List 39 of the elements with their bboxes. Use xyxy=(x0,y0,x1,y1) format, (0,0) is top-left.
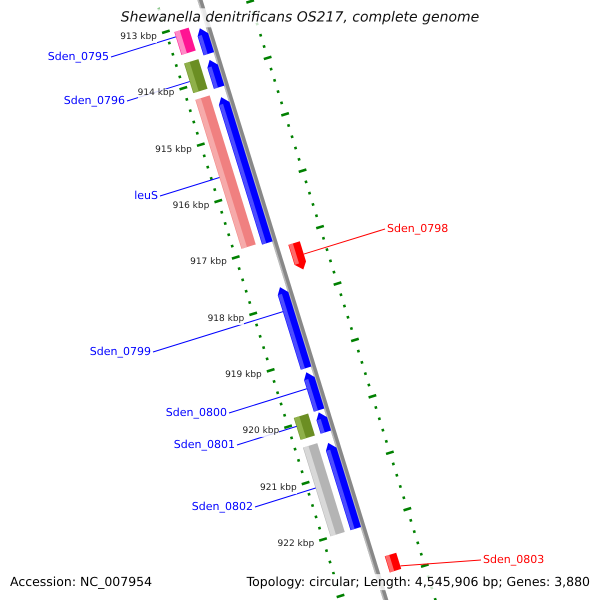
leader-line xyxy=(254,488,316,508)
gene-label: Sden_0795 xyxy=(48,50,109,64)
genome-info-text: Topology: circular; Length: 4,545,906 bp; Genes: 3,880 xyxy=(244,574,592,590)
gene-feature xyxy=(207,60,224,89)
leader-line xyxy=(110,36,176,58)
scale-label: 917 kbp xyxy=(190,258,227,268)
accession-text: Accession: NC_007954 xyxy=(8,574,154,590)
gene-feature xyxy=(384,552,402,572)
gene-label: Sden_0802 xyxy=(192,500,253,514)
gene-feature xyxy=(288,241,306,270)
gene-label: Sden_0798 xyxy=(387,222,448,236)
scale-label: 915 kbp xyxy=(155,146,192,156)
gene-feature xyxy=(304,372,324,412)
gene-feature xyxy=(294,414,315,440)
scale-label: 919 kbp xyxy=(225,371,262,382)
gene-feature xyxy=(198,28,214,56)
scale-label: 916 kbp xyxy=(172,202,210,212)
gene-label: Sden_0801 xyxy=(174,438,235,452)
scale-label: 922 kbp xyxy=(278,540,314,550)
gene-feature xyxy=(184,59,208,94)
scale-label: 918 kbp xyxy=(208,314,244,325)
gene-label: Sden_0800 xyxy=(166,406,227,420)
gene-label: Sden_0803 xyxy=(483,554,544,566)
gene-feature xyxy=(218,97,273,245)
gene-feature xyxy=(326,442,362,530)
gene-feature xyxy=(316,412,332,434)
leader-line xyxy=(152,311,284,352)
gene-label: Sden_0799 xyxy=(90,346,151,358)
leader-line xyxy=(228,388,308,414)
leader-line xyxy=(303,228,386,255)
gene-label: leuS xyxy=(134,190,158,202)
scale-label: 920 kbp xyxy=(242,428,280,438)
leader-line xyxy=(400,560,482,566)
gene-feature xyxy=(174,28,196,55)
gene-feature xyxy=(278,287,312,370)
scale-label: 921 kbp xyxy=(260,484,297,494)
gene-label: Sden_0796 xyxy=(64,94,125,108)
scale-label: 913 kbp xyxy=(120,32,157,43)
scale-label: 914 kbp xyxy=(138,89,174,100)
